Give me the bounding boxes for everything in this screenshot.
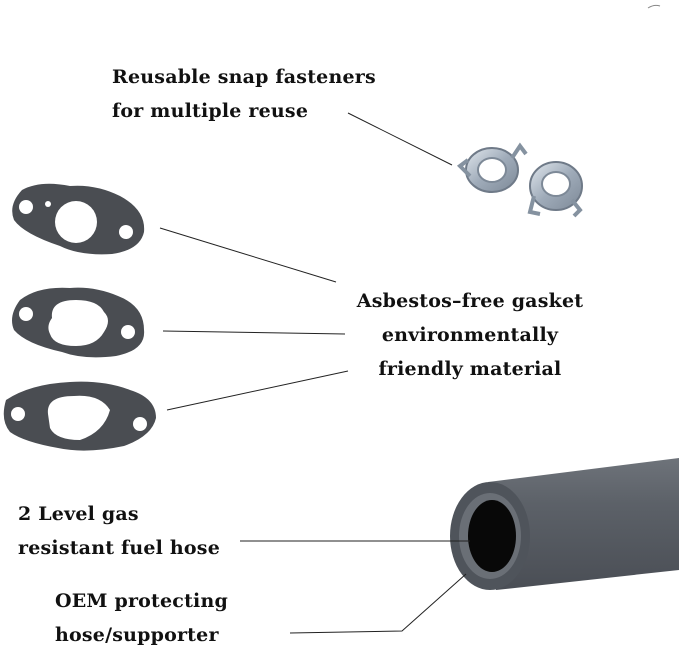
gasket-caption: Asbestos–free gasket environmentally fri…: [356, 290, 584, 380]
fastener-caption: Reusable snap fasteners for multiple reu…: [112, 66, 376, 122]
oem-supporter-caption: OEM protecting hose/supporter: [55, 590, 228, 646]
snap-fastener-left: [456, 142, 528, 193]
fuel-hose-caption: 2 Level gas resistant fuel hose: [18, 503, 220, 559]
snap-fastener-right: [527, 161, 583, 218]
gasket-bottom: [3, 381, 156, 451]
fuel-hose: [450, 458, 679, 590]
leader-lines: [159, 112, 470, 634]
gasket-top: [12, 183, 145, 255]
corner-mark: [647, 4, 661, 9]
gasket-middle: [12, 287, 145, 358]
